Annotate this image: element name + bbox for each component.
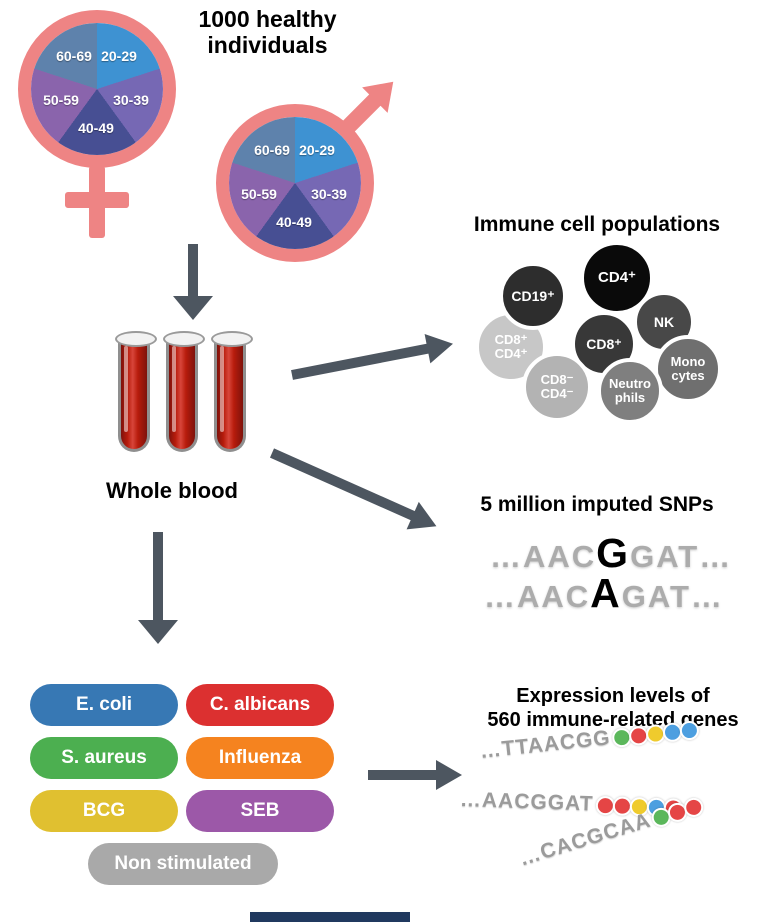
cell-label: CD4⁺ [598,269,636,287]
snp-variant: A [590,570,622,616]
cell-label: NK [653,313,675,330]
age-pie-male: 20-29 30-39 40-49 50-59 60-69 [229,117,361,249]
age-label: 40-49 [276,214,312,230]
page-title-line1: 1000 healthy [198,6,337,32]
female-cross-horizontal [65,192,129,208]
age-pie-female: 20-29 30-39 40-49 50-59 60-69 [31,23,163,155]
age-label: 30-39 [113,92,149,108]
cell-label: CD8⁺ [494,332,528,348]
page-title-line2: individuals [207,32,328,59]
flow-arrow-to-expression [368,760,462,790]
male-ring: 20-29 30-39 40-49 50-59 60-69 [216,104,374,262]
expression-bead [679,719,701,741]
arrow-head [173,296,213,320]
arrow-head [424,328,456,364]
snp-seq-post: GAT… [621,579,724,614]
cell-cd8neg-cd4neg: CD8⁻ CD4⁻ [522,352,592,422]
flow-arrow-to-snps [266,439,446,541]
cell-label: CD19⁺ [511,287,555,304]
arrow-head [436,760,462,790]
cell-neutrophils: Neutro phils [597,358,663,424]
age-label: 20-29 [101,48,137,64]
cell-label: Neutro [609,376,651,392]
cell-cd4: CD4⁺ [580,241,654,315]
cell-label: CD4⁻ [540,386,574,401]
snps-title: 5 million imputed SNPs [480,493,714,516]
blood-tube [163,331,205,452]
snp-seq-pre: …AAC [484,579,591,614]
age-label: 60-69 [56,48,92,64]
age-label: 40-49 [78,120,114,136]
age-label: 30-39 [311,186,347,202]
stimulus-saureus: S. aureus [30,737,178,779]
flow-arrow-to-cells [289,328,456,390]
expression-title: Expression levels of 560 immune-related … [455,684,771,732]
arrow-head [406,501,443,540]
arrow-shaft [368,770,438,780]
bead-strip [611,719,701,748]
gene-sequence: …CACGCAA [516,808,654,871]
cropped-bottom-bar [250,912,410,922]
stimulus-ecoli: E. coli [30,684,178,726]
stimulus-non-stimulated: Non stimulated [88,843,278,885]
age-label: 50-59 [241,186,277,202]
cell-label: cytes [671,368,705,383]
cell-label: CD8⁻ [540,372,574,388]
age-label: 20-29 [299,142,335,158]
immune-cells-title: Immune cell populations [473,213,721,236]
arrow-shaft [269,448,417,522]
whole-blood-label: Whole blood [106,478,238,503]
arrow-shaft [153,532,163,622]
arrow-shaft [291,343,431,380]
expression-title-line1: Expression levels of [516,685,710,707]
page-title: 1000 healthy individuals [150,6,385,59]
cell-label: CD8⁺ [586,335,622,352]
blood-tube [211,331,253,452]
cell-cd19: CD19⁺ [499,262,567,330]
cell-monocytes: Mono cytes [654,335,722,403]
arrow-head [138,620,178,644]
stimulus-influenza: Influenza [186,737,334,779]
snp-sequence-1: …AACGGAT… [490,530,732,576]
stimulus-calbicans: C. albicans [186,684,334,726]
snp-variant: G [596,530,631,576]
arrow-shaft [188,244,198,298]
female-ring: 20-29 30-39 40-49 50-59 60-69 [18,10,176,168]
flow-arrow-down-to-stimuli [136,532,180,644]
blood-tube [115,331,157,452]
age-label: 60-69 [254,142,290,158]
snp-seq-post: GAT… [630,539,733,574]
cell-label: CD4⁺ [494,346,528,361]
flow-arrow-down-to-blood [171,244,215,320]
age-label: 50-59 [43,92,79,108]
snp-sequence-2: …AACAGAT… [484,570,724,616]
stimulus-bcg: BCG [30,790,178,832]
cell-label: phils [614,390,646,405]
gene-sequence: …AACGGAT [459,788,594,816]
snp-seq-pre: …AAC [490,539,597,574]
stimulus-seb: SEB [186,790,334,832]
cell-label: Mono [670,354,706,370]
